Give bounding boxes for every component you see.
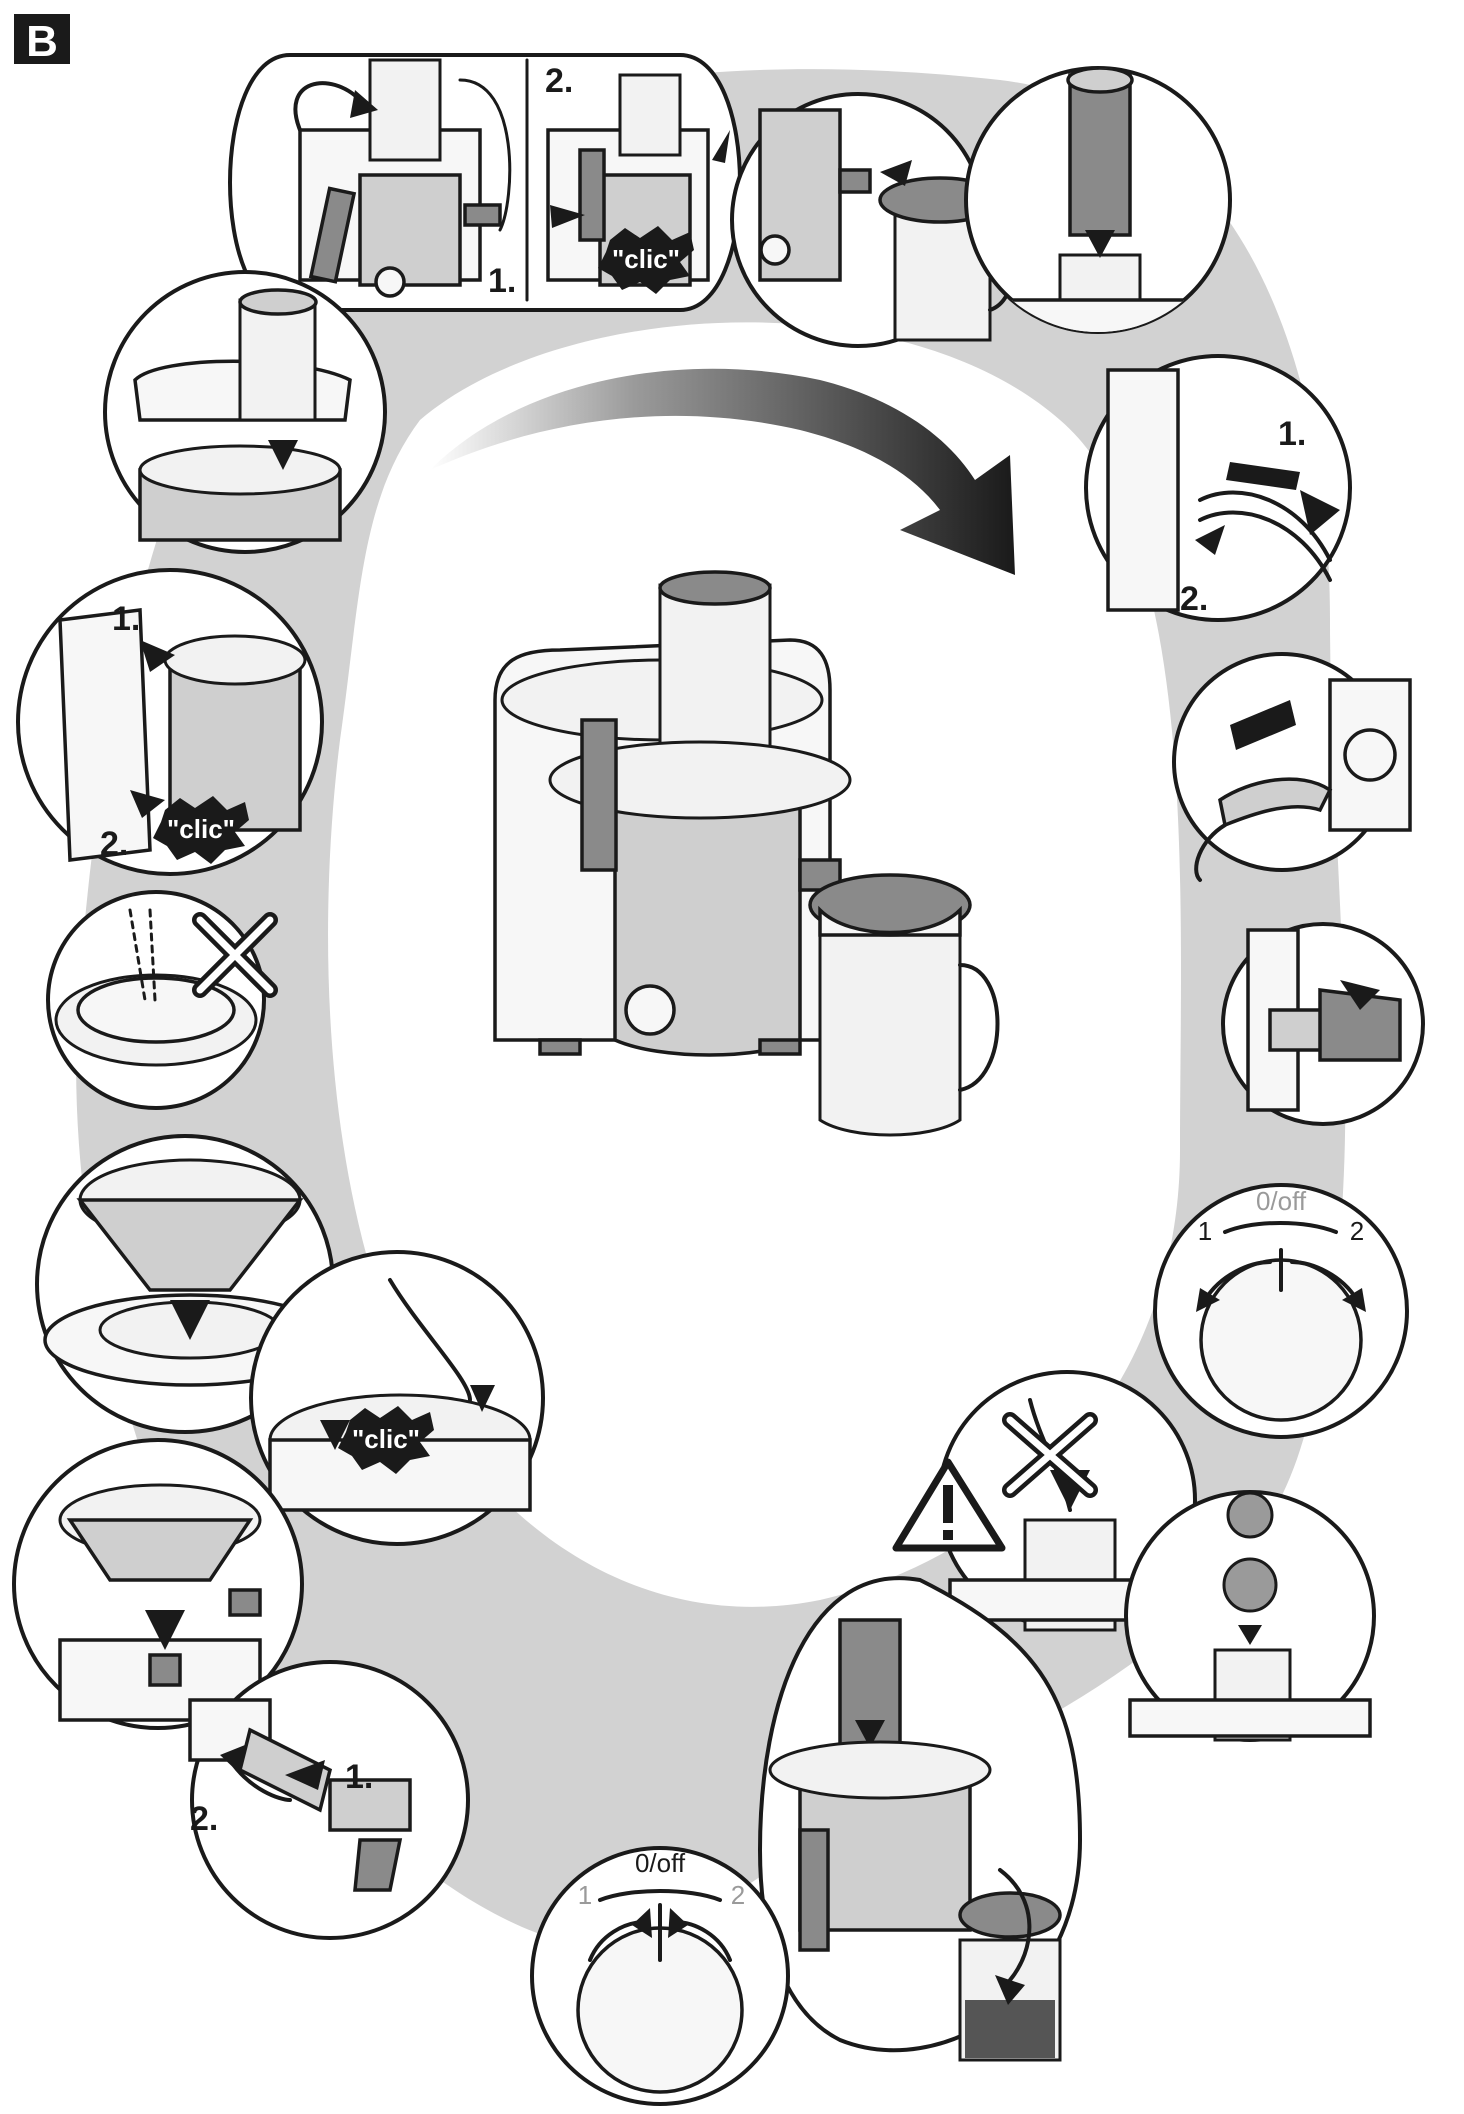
spout-step-1-label: 1. bbox=[345, 1758, 373, 1796]
panel-dial-off: 0/off 1 2 bbox=[530, 1846, 790, 2106]
clic-burst-1: "clic" bbox=[598, 226, 694, 294]
clic-label-1: "clic" bbox=[612, 244, 680, 274]
clic-burst-2: "clic" bbox=[153, 796, 249, 864]
clamp-step-1-label: 1. bbox=[112, 600, 140, 638]
section-badge-letter: B bbox=[26, 17, 58, 66]
dial-off-2-label: 2 bbox=[731, 1880, 745, 1910]
down-arrow-icon bbox=[145, 1610, 185, 1650]
section-badge: B bbox=[14, 14, 70, 66]
panel-filter-check bbox=[46, 890, 278, 1110]
dial-off-label: 0/off bbox=[635, 1848, 686, 1878]
clamp-step-2-label: 2. bbox=[100, 825, 128, 863]
panel-insert-fruit bbox=[1124, 1490, 1376, 1742]
plug-arrow-icon bbox=[1230, 700, 1296, 750]
clic-label-2: "clic" bbox=[167, 814, 235, 844]
panel-attach-lid-clamps: 1. 2. "clic" bbox=[228, 53, 742, 312]
warning-triangle-icon bbox=[892, 1458, 1006, 1552]
spout-step-2-label: 2. bbox=[190, 1800, 218, 1838]
panel-1-step-1-label: 1. bbox=[488, 262, 516, 300]
panel-speed-dial: 0/off 1 2 bbox=[1153, 1183, 1409, 1439]
rotation-arrow bbox=[430, 368, 1015, 575]
apple-icon bbox=[1226, 1491, 1274, 1539]
panel-cable-step-1-label: 1. bbox=[1278, 415, 1306, 453]
panel-cable-step-2-label: 2. bbox=[1180, 580, 1208, 618]
panel-attach-spout: 1. 2. bbox=[188, 1660, 470, 1940]
speed-dial-icon bbox=[624, 984, 676, 1036]
panel-open-spout bbox=[1221, 922, 1425, 1126]
dial-off-1-label: 1 bbox=[578, 1880, 592, 1910]
clic-label-3: "clic" bbox=[352, 1424, 420, 1454]
down-arrow-icon bbox=[268, 440, 298, 470]
speed-dial-2-label: 2 bbox=[1350, 1216, 1364, 1246]
panel-press-filter: "clic" bbox=[249, 1250, 545, 1546]
assembled-juicer bbox=[493, 570, 1000, 1137]
panel-place-lid bbox=[103, 270, 387, 554]
panel-juicing-in-action bbox=[757, 1576, 1083, 2062]
cross-icon bbox=[1002, 1412, 1098, 1498]
down-arrow-icon bbox=[1085, 230, 1115, 258]
clic-burst-3: "clic" bbox=[338, 1406, 434, 1474]
speed-dial-off-label: 0/off bbox=[1256, 1186, 1307, 1216]
apple-icon bbox=[1222, 1557, 1278, 1613]
panel-1-step-2-label: 2. bbox=[545, 62, 573, 100]
panel-cable-storage: 1. 2. bbox=[1084, 354, 1352, 622]
panel-attach-jug bbox=[730, 92, 1015, 348]
cross-icon bbox=[192, 912, 278, 998]
down-arrow-icon bbox=[170, 1300, 210, 1340]
panel-place-bowl bbox=[12, 1438, 304, 1730]
panel-no-hands-warning bbox=[892, 1370, 1197, 1632]
panel-close-clamp: 1. 2. "clic" bbox=[16, 568, 324, 876]
speed-dial-1-label: 1 bbox=[1198, 1216, 1212, 1246]
panel-plug-in bbox=[1172, 652, 1412, 882]
panel-insert-pusher bbox=[964, 66, 1232, 334]
